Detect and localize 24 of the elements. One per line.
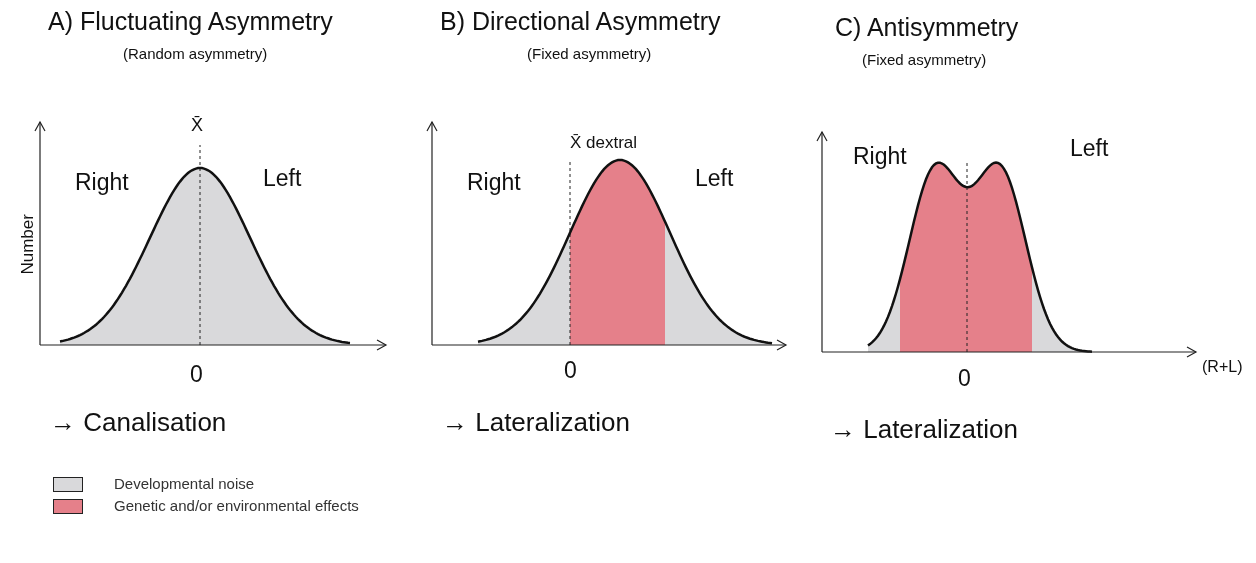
axis-label: (R+L) [1202,358,1243,376]
side-label: Left [263,166,302,192]
outcome-label: → Lateralization [442,408,630,437]
side-label: Left [695,166,734,192]
panel-title: B) Directional Asymmetry [440,8,721,36]
panel-subtitle: (Fixed asymmetry) [527,46,652,63]
axis-label: Number [18,214,38,275]
side-label: Right [75,170,129,196]
panel-subtitle: (Fixed asymmetry) [862,52,987,69]
legend-label: Genetic and/or environmental effects [114,498,359,515]
outcome-label: → Canalisation [50,408,227,437]
panel-title: C) Antisymmetry [835,14,1019,42]
side-label: Left [1070,136,1109,162]
mean-label: X̄ dextral [570,134,638,153]
panel-subtitle: (Random asymmetry) [123,46,268,63]
mean-symbol: X̄ [191,116,203,136]
axis-tick-label: 0 [564,358,577,384]
outcome-label: → Lateralization [830,415,1018,444]
legend-label: Developmental noise [114,476,255,493]
side-label: Right [467,170,521,196]
axis-tick-label: 0 [190,362,203,388]
panel-title: A) Fluctuating Asymmetry [48,8,333,36]
side-label: Right [853,144,907,170]
axis-tick-label: 0 [958,366,971,392]
